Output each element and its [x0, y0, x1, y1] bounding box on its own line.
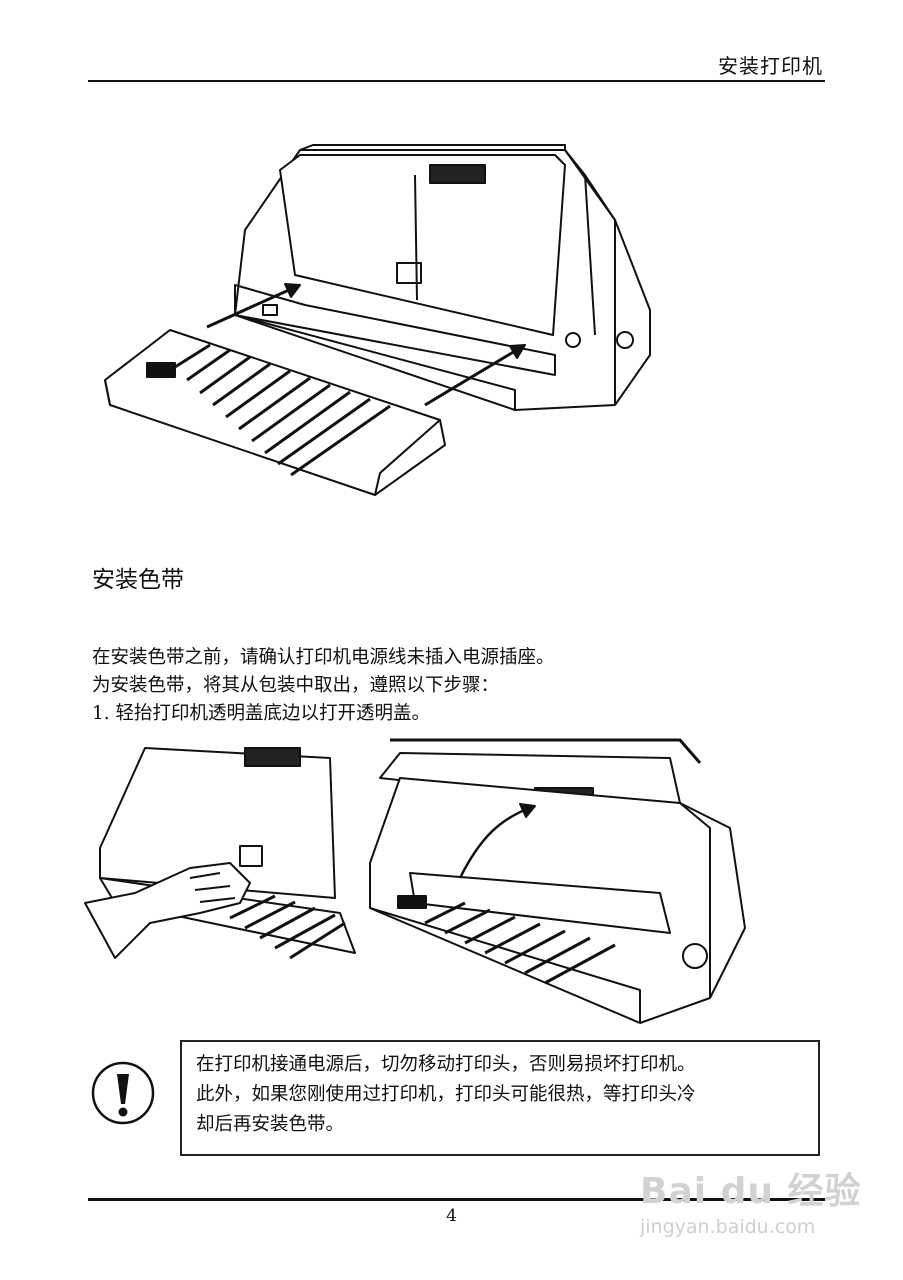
page-number: 4	[446, 1206, 457, 1226]
caution-line: 此外，如果您刚使用过打印机，打印头可能很热，等打印头冷	[196, 1084, 696, 1105]
header-title: 安装打印机	[718, 54, 823, 78]
caution-line: 在打印机接通电源后，切勿移动打印头，否则易损坏打印机。	[196, 1054, 696, 1075]
baidu-watermark: Bai du 经验 jingyan.baidu.com	[640, 1150, 870, 1250]
caution-note-box: 在打印机接通电源后，切勿移动打印头，否则易损坏打印机。 此外，如果您刚使用过打印…	[180, 1040, 820, 1156]
exclamation-circle-icon	[91, 1061, 155, 1125]
printer-tray-illustration	[104, 144, 651, 496]
paragraph-instructions-intro: 为安装色带，将其从包装中取出，遵照以下步骤：	[92, 675, 500, 696]
caution-line: 却后再安装色带。	[196, 1114, 345, 1135]
watermark-brand: Bai du 经验	[640, 1171, 862, 1212]
header-rule	[88, 80, 825, 82]
open-cover-illustration	[84, 738, 746, 1024]
paragraph-power-warning: 在安装色带之前，请确认打印机电源线未插入电源插座。	[92, 647, 555, 668]
step-1-text: 1. 轻抬打印机透明盖底边以打开透明盖。	[92, 703, 431, 724]
watermark-url: jingyan.baidu.com	[640, 1216, 816, 1238]
section-heading: 安装色带	[92, 567, 184, 593]
footer-rule	[88, 1198, 825, 1201]
